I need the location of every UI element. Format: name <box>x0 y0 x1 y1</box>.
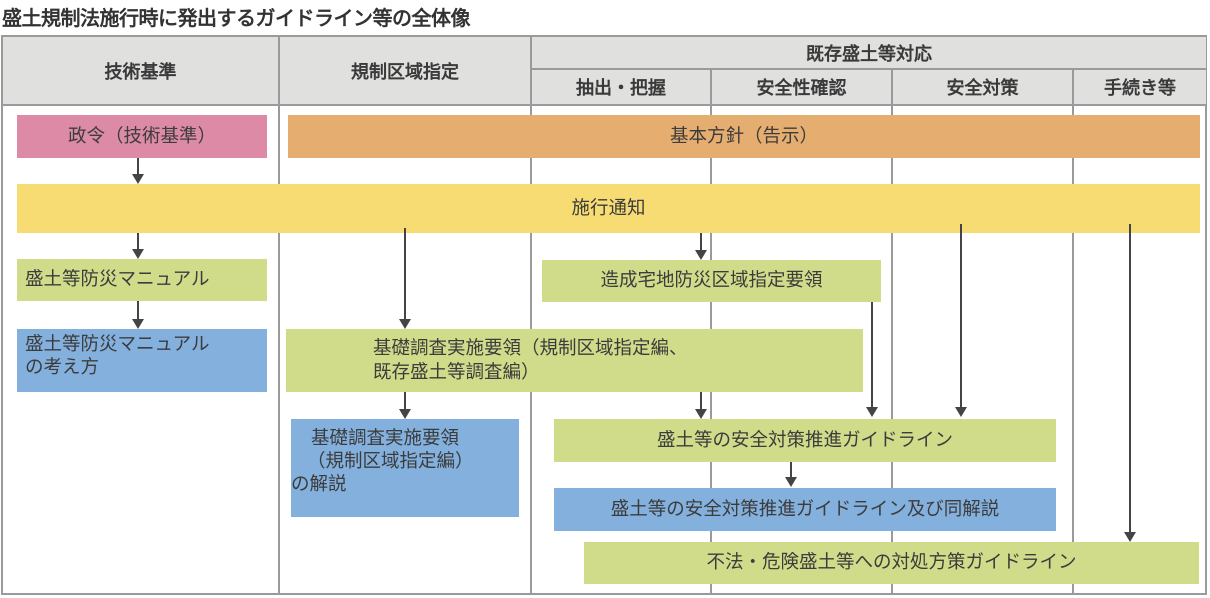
arrow-down-icon <box>132 158 144 184</box>
diagram-title: 盛土規制法施行時に発出するガイドライン等の全体像 <box>2 6 471 30</box>
disaster-manual-concept-line2: の考え方 <box>25 357 100 379</box>
grid-line <box>1072 69 1074 594</box>
basic-policy-label: 基本方針（告示） <box>669 125 818 147</box>
cabinet-order-label: 政令（技術基準） <box>67 125 216 147</box>
header-regulation-zone-label: 規制区域指定 <box>351 61 459 83</box>
disaster-manual-label: 盛土等防災マニュアル <box>25 269 210 291</box>
arrow-down-icon <box>1124 224 1136 542</box>
disaster-manual-box: 盛土等防災マニュアル <box>17 259 267 301</box>
arrow-down-icon <box>132 301 144 329</box>
header-existing-fill-label: 既存盛土等対応 <box>806 43 932 65</box>
arrow-down-icon <box>785 462 797 487</box>
basic-survey-guide-line2: 既存盛土等調査編） <box>373 361 540 383</box>
grid-line <box>278 36 280 594</box>
basic-survey-commentary-line2: （規制区域指定編） <box>307 451 474 473</box>
arrow-down-icon <box>955 224 967 417</box>
basic-survey-commentary-box: 基礎調査実施要領 （規制区域指定編） の解説 <box>291 419 519 517</box>
basic-survey-guide-box: 基礎調査実施要領（規制区域指定編、 既存盛土等調査編） <box>286 329 863 392</box>
header-technical-standards-label: 技術基準 <box>104 61 177 83</box>
arrow-down-icon <box>695 233 707 260</box>
header-technical-standards: 技術基準 <box>3 37 278 104</box>
disaster-manual-concept-box: 盛土等防災マニュアル の考え方 <box>17 329 267 392</box>
grid-line <box>531 68 1207 70</box>
arrow-down-icon <box>132 233 144 259</box>
header-safety-measure: 安全対策 <box>893 70 1072 104</box>
header-safety-check-label: 安全性確認 <box>756 78 847 99</box>
grid-line <box>891 69 893 594</box>
header-safety-check: 安全性確認 <box>712 70 891 104</box>
disaster-manual-concept-line1: 盛土等防災マニュアル <box>25 334 210 355</box>
arrow-down-icon <box>399 392 411 419</box>
illegal-fill-guideline-box: 不法・危険盛土等への対処方策ガイドライン <box>584 542 1199 584</box>
zone-designation-guide-box: 造成宅地防災区域指定要領 <box>542 260 881 302</box>
enforcement-notice-label: 施行通知 <box>571 197 646 219</box>
arrow-down-icon <box>866 302 878 417</box>
header-regulation-zone: 規制区域指定 <box>280 37 530 104</box>
header-procedure: 手続き等 <box>1074 70 1206 104</box>
header-procedure-label: 手続き等 <box>1104 78 1176 99</box>
safety-guideline-box: 盛土等の安全対策推進ガイドライン <box>554 419 1056 462</box>
basic-survey-commentary-line3: の解説 <box>291 474 347 496</box>
zone-designation-guide-label: 造成宅地防災区域指定要領 <box>600 270 823 292</box>
safety-guideline-label: 盛土等の安全対策推進ガイドライン <box>656 429 953 451</box>
enforcement-notice-box: 施行通知 <box>17 184 1200 233</box>
illegal-fill-guideline-label: 不法・危険盛土等への対処方策ガイドライン <box>706 552 1077 574</box>
header-extract-label: 抽出・把握 <box>576 78 666 99</box>
header-existing-fill-group: 既存盛土等対応 <box>532 37 1206 68</box>
safety-guideline-commentary-label: 盛土等の安全対策推進ガイドライン及び同解説 <box>610 498 1000 520</box>
basic-policy-box: 基本方針（告示） <box>288 115 1200 158</box>
grid-line <box>2 104 1207 106</box>
basic-survey-commentary-line1: 基礎調査実施要領 <box>311 428 460 449</box>
cabinet-order-box: 政令（技術基準） <box>17 115 267 158</box>
grid-line <box>530 36 532 594</box>
header-safety-measure-label: 安全対策 <box>946 78 1019 99</box>
arrow-down-icon <box>695 392 707 419</box>
arrow-down-icon <box>399 228 411 329</box>
basic-survey-guide-line1: 基礎調査実施要領（規制区域指定編、 <box>373 338 688 360</box>
header-extract: 抽出・把握 <box>532 70 710 104</box>
safety-guideline-commentary-box: 盛土等の安全対策推進ガイドライン及び同解説 <box>554 488 1056 531</box>
